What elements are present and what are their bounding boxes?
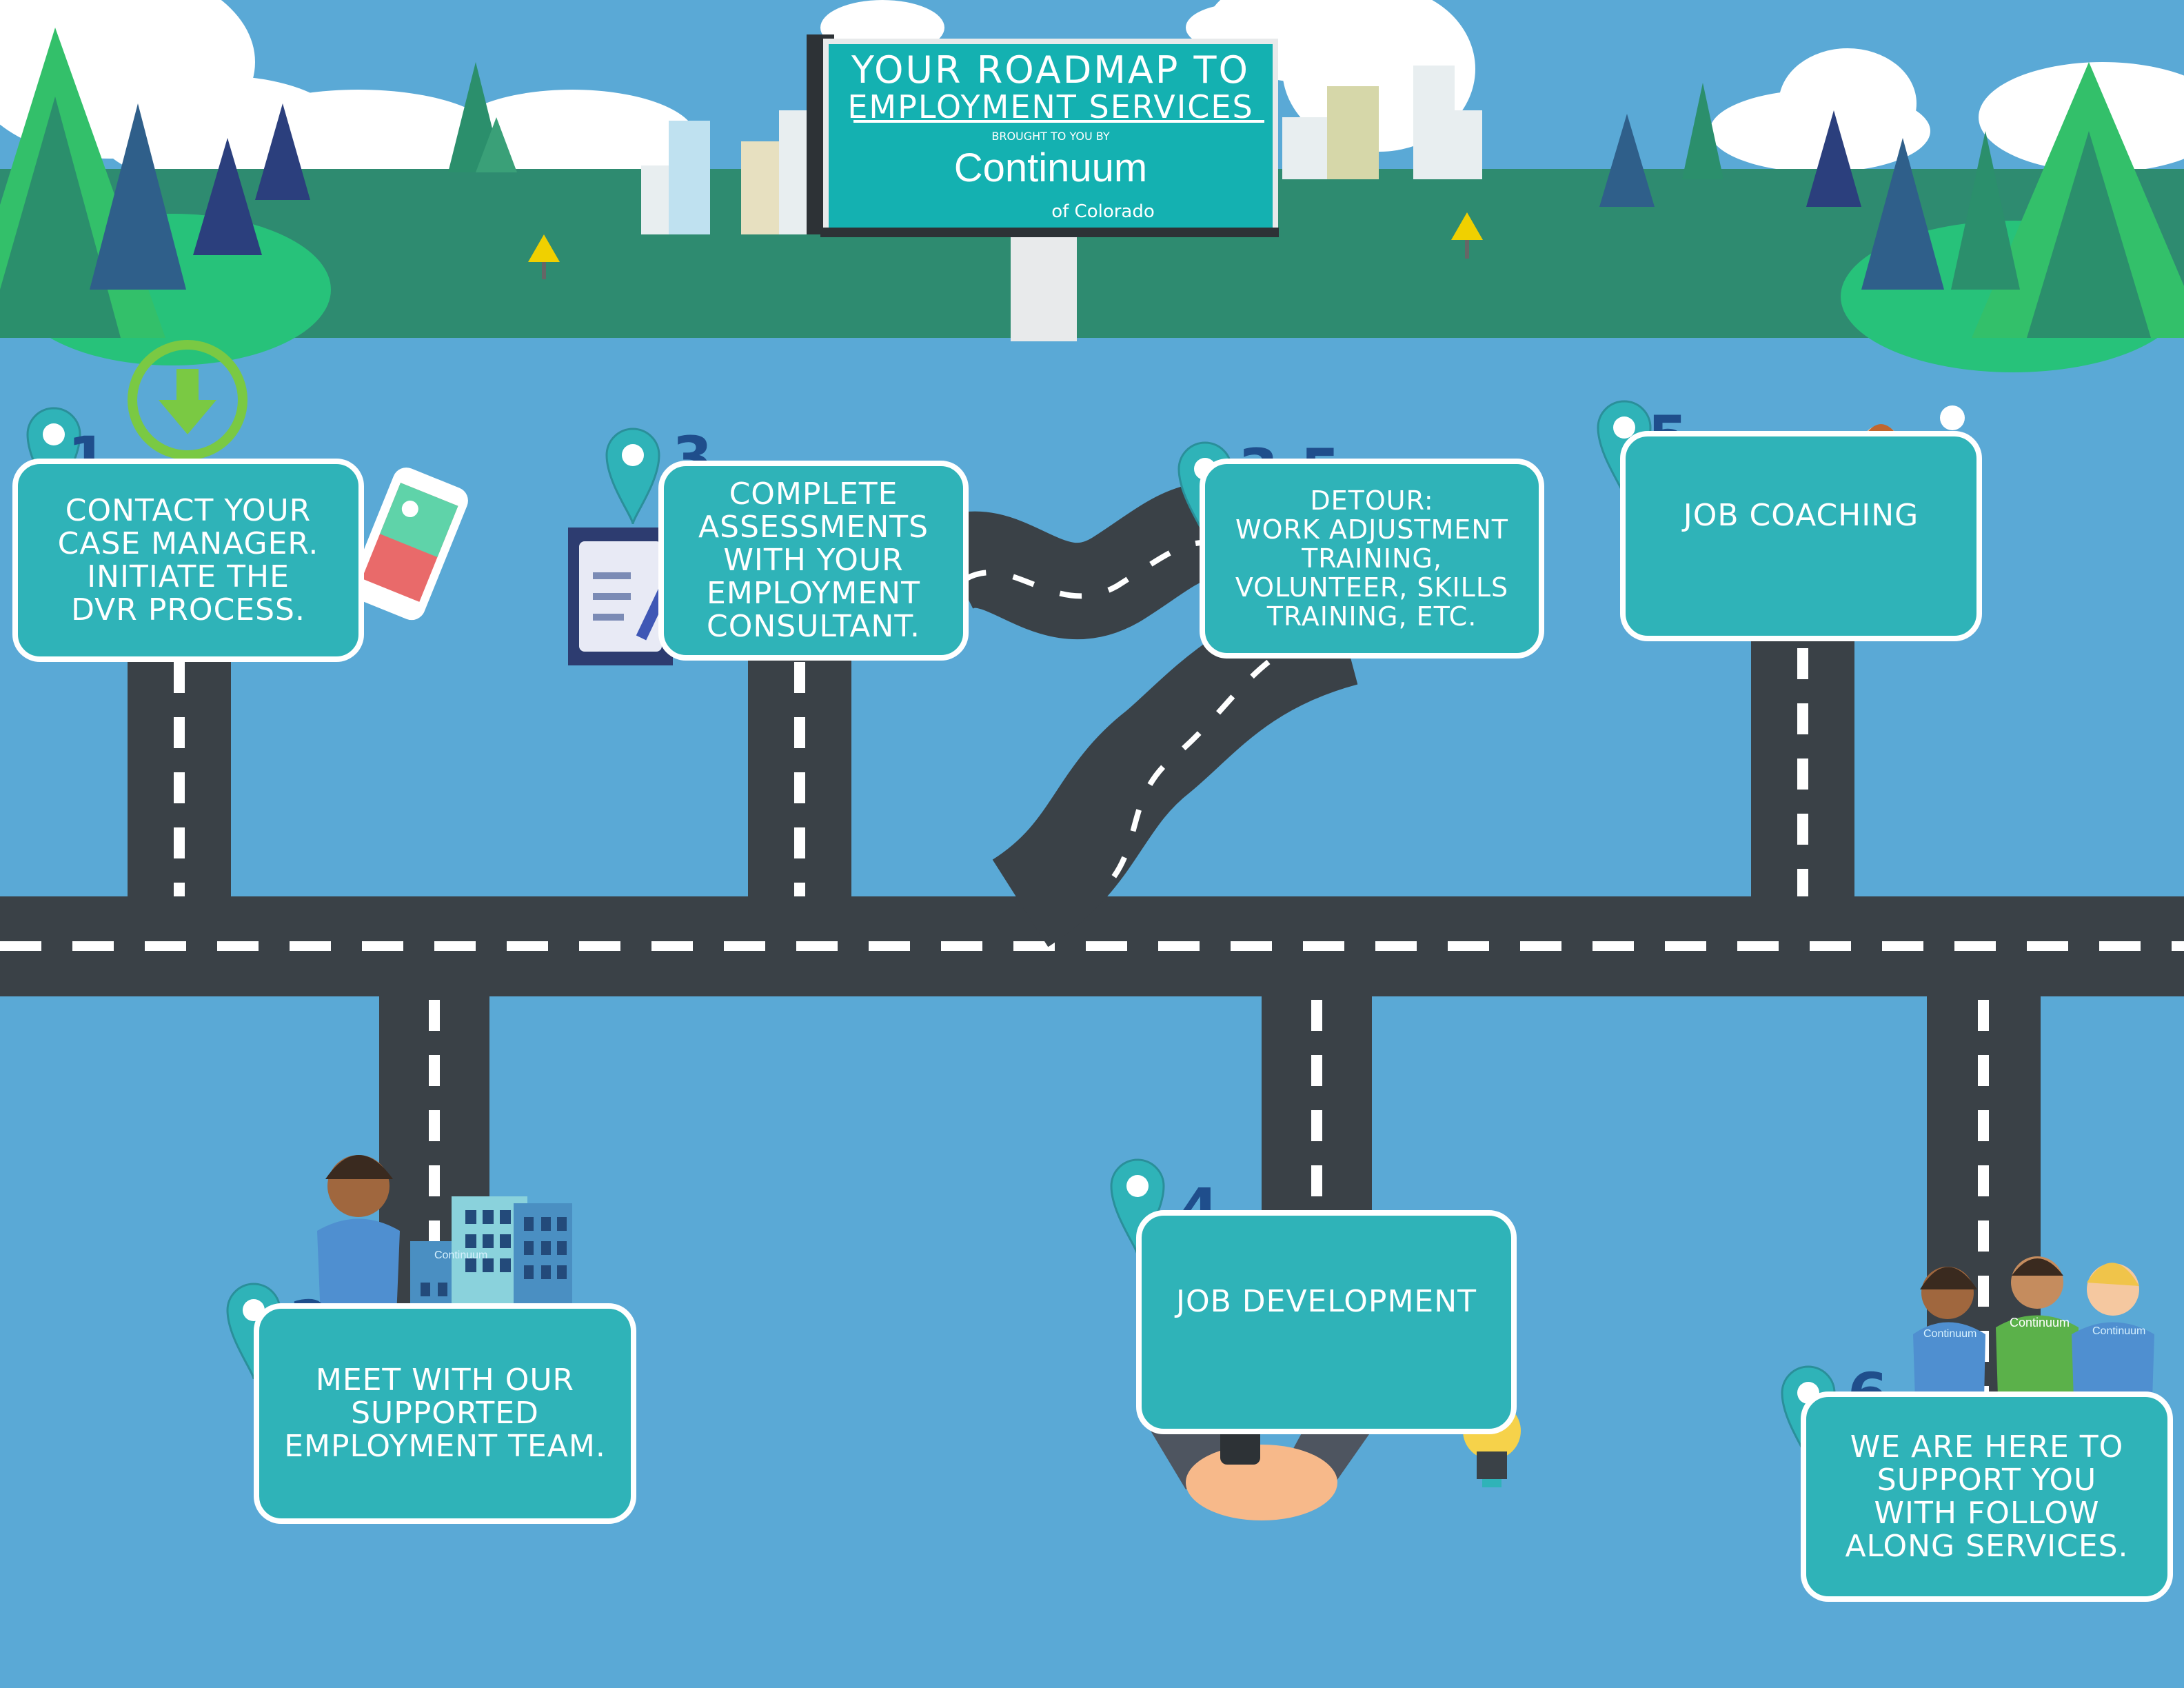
step-3-5-line: TRAINING, [1302, 543, 1442, 574]
billboard-brought-by: BROUGHT TO YOU BY [991, 130, 1110, 143]
phone-icon [350, 468, 468, 621]
billboard-title-line1: YOUR ROADMAP TO [851, 48, 1251, 92]
step-3-5-line: VOLUNTEER, SKILLS [1235, 572, 1509, 603]
building-icon [410, 1196, 572, 1317]
shirt-logo: Continuum [2092, 1325, 2146, 1337]
step-card-4: JOB DEVELOPMENT [1136, 1210, 1517, 1434]
step-6-line: ALONG SERVICES. [1845, 1528, 2129, 1564]
step-3-line: WITH YOUR [723, 543, 904, 578]
shirt-logo: Continuum [434, 1249, 488, 1261]
step-card-6: WE ARE HERE TO SUPPORT YOU WITH FOLLOW A… [1801, 1391, 2173, 1602]
step-card-1: CONTACT YOUR CASE MANAGER. INITIATE THE … [12, 459, 364, 662]
step-6-line: WE ARE HERE TO [1850, 1429, 2124, 1465]
step-4-line: JOB DEVELOPMENT [1175, 1283, 1477, 1319]
step-1-line: CONTACT YOUR [65, 492, 312, 528]
warning-sign-icon [528, 212, 1483, 279]
location-pin-icon [26, 400, 1836, 1463]
step-3-5-line: TRAINING, ETC. [1266, 601, 1477, 632]
step-1-line: CASE MANAGER. [57, 525, 319, 561]
clipboard-icon [568, 528, 681, 665]
billboard-logo-name: Continuum [953, 145, 1148, 190]
billboard [807, 34, 1279, 341]
step-3-line: EMPLOYMENT [707, 576, 920, 611]
shirt-logo: Continuum [1923, 1328, 1977, 1340]
billboard-logo-sub: of Colorado [1051, 201, 1155, 222]
step-2-line: EMPLOYMENT TEAM. [284, 1429, 606, 1464]
step-card-3-5: DETOUR: WORK ADJUSTMENT TRAINING, VOLUNT… [1200, 459, 1544, 659]
landscape-header [0, 0, 2184, 372]
city-buildings [641, 66, 1482, 234]
step-3-line: CONSULTANT. [707, 609, 920, 644]
step-6-line: WITH FOLLOW [1874, 1495, 2100, 1531]
step-card-2: MEET WITH OUR SUPPORTED EMPLOYMENT TEAM. [254, 1303, 636, 1524]
step-1-line: DVR PROCESS. [71, 592, 305, 627]
step-3-line: COMPLETE [729, 476, 898, 512]
step-2-line: SUPPORTED [351, 1396, 539, 1431]
step-1-line: INITIATE THE [87, 559, 290, 594]
step-3-5-line: WORK ADJUSTMENT [1235, 514, 1508, 545]
download-arrow-icon [128, 340, 247, 460]
step-3-line: ASSESSMENTS [698, 510, 929, 545]
step-2-line: MEET WITH OUR [315, 1363, 575, 1398]
roads [0, 482, 2184, 1410]
step-card-3: COMPLETE ASSESSMENTS WITH YOUR EMPLOYMEN… [658, 461, 969, 661]
step-card-5: JOB COACHING [1620, 431, 1982, 641]
step-6-line: SUPPORT YOU [1877, 1462, 2097, 1498]
shirt-logo: Continuum [2010, 1316, 2070, 1329]
step-5-line: JOB COACHING [1683, 497, 1919, 533]
step-3-5-line: DETOUR: [1310, 485, 1434, 516]
billboard-title-line2: EMPLOYMENT SERVICES [847, 88, 1254, 125]
team-people [1913, 1256, 2154, 1400]
person-step-2 [317, 1155, 400, 1317]
